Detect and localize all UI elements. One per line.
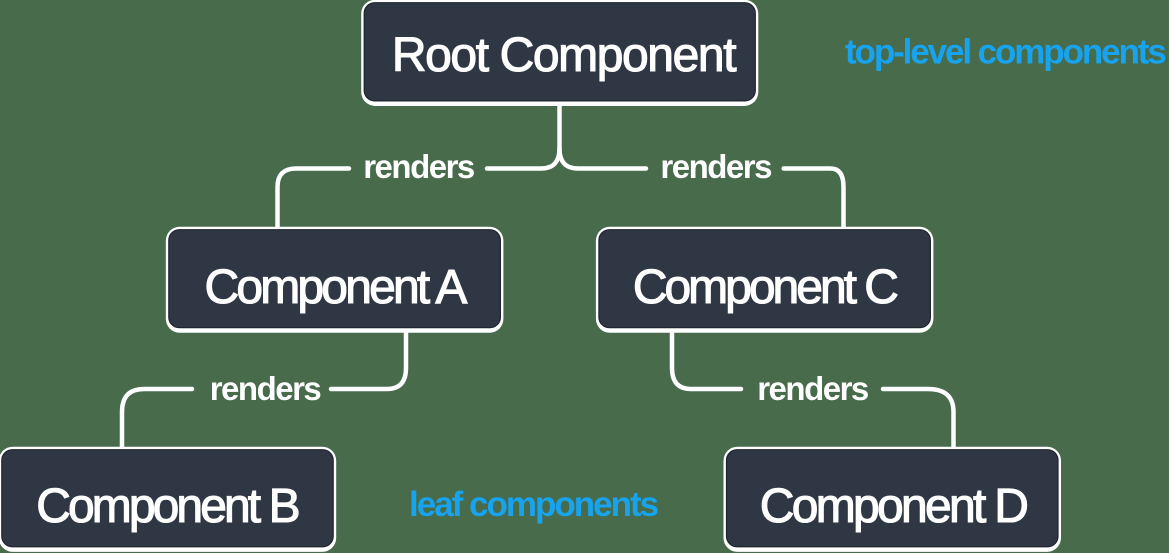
svg-text:Component D: Component D — [760, 480, 1027, 533]
svg-text:Component C: Component C — [633, 261, 897, 314]
svg-text:renders: renders — [363, 148, 474, 185]
svg-text:renders: renders — [757, 370, 868, 407]
svg-text:leaf components: leaf components — [409, 485, 659, 524]
svg-text:Component A: Component A — [204, 261, 467, 314]
svg-text:renders: renders — [210, 370, 321, 407]
svg-text:Component B: Component B — [36, 480, 298, 533]
svg-text:top-level components: top-level components — [845, 33, 1166, 72]
svg-text:Root Component: Root Component — [392, 29, 736, 82]
svg-text:renders: renders — [660, 148, 771, 185]
